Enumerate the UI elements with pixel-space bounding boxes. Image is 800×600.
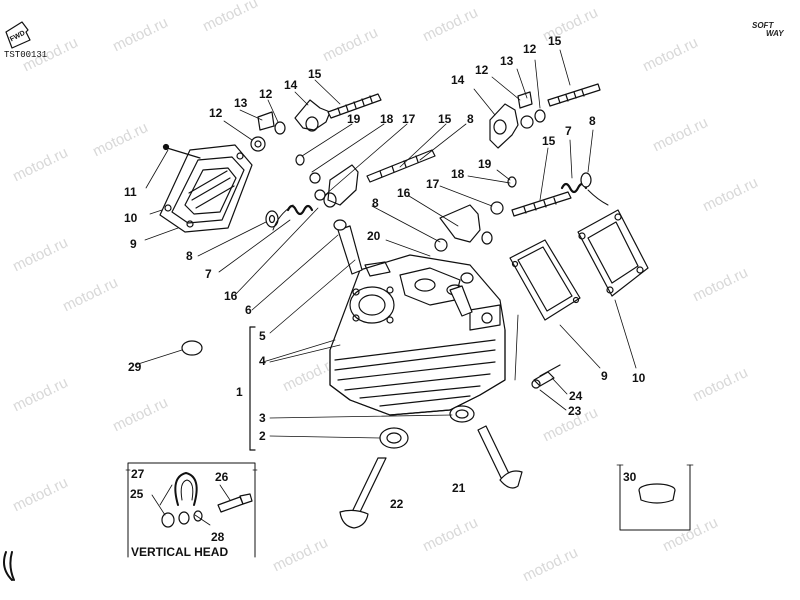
- valve-adjuster-right: [449, 272, 474, 317]
- callout-15: 15: [308, 67, 322, 81]
- rocker-arm-upper-right: [489, 103, 519, 149]
- callout-19: 19: [478, 157, 492, 171]
- callout-7: 7: [565, 124, 572, 138]
- callout-9: 9: [601, 369, 608, 383]
- callout-14: 14: [284, 78, 298, 92]
- callout-8: 8: [589, 114, 596, 128]
- callout-9: 9: [130, 237, 137, 251]
- valve-seal-3: [449, 405, 475, 423]
- corner-mark-icon: [3, 551, 15, 581]
- valve-adjuster-left: [333, 219, 363, 275]
- callout-23: 23: [568, 404, 582, 418]
- callout-29: 29: [128, 360, 142, 374]
- callout-5: 5: [259, 329, 266, 343]
- assembly-bracket: [249, 326, 256, 451]
- callout-19: 19: [347, 112, 361, 126]
- callout-16: 16: [224, 289, 238, 303]
- callout-26: 26: [215, 470, 229, 484]
- callout-17: 17: [402, 112, 416, 126]
- callout-27: 27: [131, 467, 145, 481]
- callout-8: 8: [372, 196, 379, 210]
- small-pins-left: [295, 154, 326, 201]
- callout-12: 12: [209, 106, 223, 120]
- gasket-right: [509, 239, 581, 321]
- callout-13: 13: [234, 96, 248, 110]
- valve-21: [477, 425, 523, 489]
- cover-bolt: [162, 143, 201, 159]
- callout-17: 17: [426, 177, 440, 191]
- brand-line2: WAY: [766, 29, 784, 38]
- callout-7: 7: [205, 267, 212, 281]
- brand-logo: SOFT WAY: [752, 22, 784, 38]
- callout-8: 8: [467, 112, 474, 126]
- callout-12: 12: [523, 42, 537, 56]
- callout-12: 12: [475, 63, 489, 77]
- callout-6: 6: [245, 303, 252, 317]
- washer-left: [265, 210, 279, 228]
- rocker-shaft-upper-left: [327, 93, 382, 119]
- callout-18: 18: [380, 112, 394, 126]
- callout-21: 21: [452, 481, 466, 495]
- callout-15: 15: [542, 134, 556, 148]
- rocker-shaft-upper-right: [547, 83, 601, 107]
- callout-22: 22: [390, 497, 404, 511]
- stud-bolt-right: [531, 364, 561, 389]
- rocker-cover-right: [577, 209, 649, 297]
- callout-4: 4: [259, 354, 266, 368]
- callout-10: 10: [124, 211, 138, 225]
- callout-2: 2: [259, 429, 266, 443]
- valve-seal-2: [379, 427, 409, 449]
- callout-13: 13: [500, 54, 514, 68]
- callout-11: 11: [124, 185, 137, 199]
- callout-20: 20: [367, 229, 381, 243]
- callout-28: 28: [211, 530, 225, 544]
- bushings-right: [517, 91, 546, 129]
- bushing-left: [250, 111, 286, 152]
- inset-caption: VERTICAL HEAD: [131, 545, 229, 559]
- callout-15: 15: [438, 112, 452, 126]
- callout-18: 18: [451, 167, 465, 181]
- callout-30: 30: [623, 470, 637, 484]
- drawing-code: TST00131: [4, 50, 48, 60]
- callout-14: 14: [451, 73, 465, 87]
- rocker-arm-lower-right: [439, 204, 493, 245]
- plug-29: [181, 340, 203, 356]
- callout-12: 12: [259, 87, 273, 101]
- callout-25: 25: [130, 487, 144, 501]
- callout-10: 10: [632, 371, 646, 385]
- spring-left: [272, 204, 314, 231]
- callout-24: 24: [569, 389, 583, 403]
- cylinder-head: [329, 254, 506, 416]
- callout-1: 1: [236, 385, 243, 399]
- fwd-arrow-icon: FWD: [5, 21, 31, 49]
- callout-15: 15: [548, 34, 562, 48]
- small-pins-right: [434, 176, 517, 252]
- inset-part-30: [616, 464, 694, 531]
- brand-line1: SOFT: [752, 21, 774, 30]
- rocker-arm-upper-left: [294, 99, 331, 132]
- callout-16: 16: [397, 186, 411, 200]
- rocker-shaft-lower-right: [511, 191, 572, 217]
- inset-vertical-head: [125, 462, 258, 558]
- leader-lines: [134, 49, 637, 439]
- callout-8: 8: [186, 249, 193, 263]
- callout-3: 3: [259, 411, 266, 425]
- valve-22: [339, 457, 387, 529]
- rocker-arm-lower-left: [323, 164, 359, 208]
- washer-right: [580, 172, 592, 188]
- rocker-cover-left: [159, 144, 253, 233]
